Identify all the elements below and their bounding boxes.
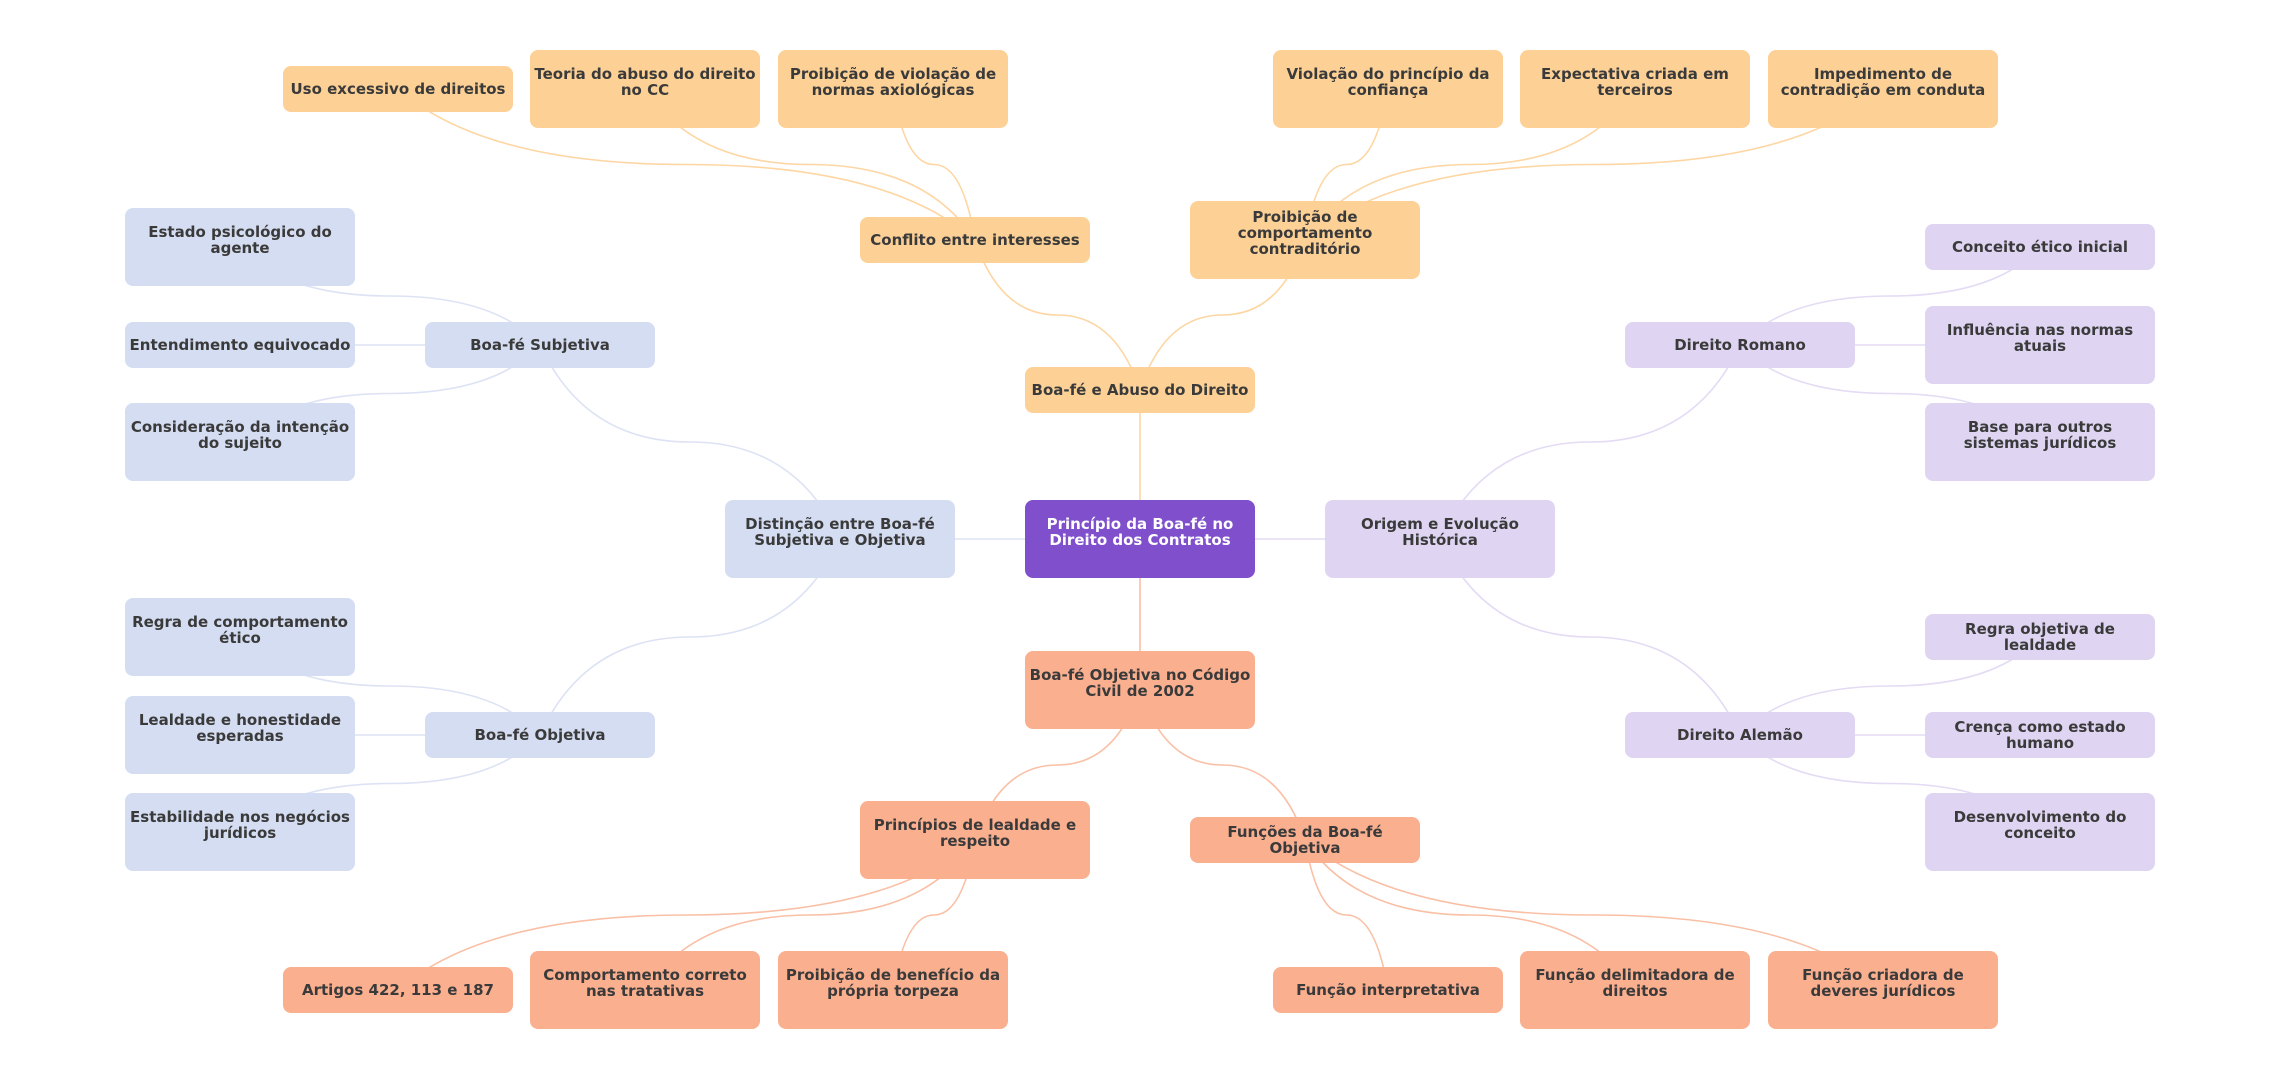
leaf-desenvolvimento[interactable]: Desenvolvimento do conceito <box>1925 793 2155 871</box>
node-label: Lealdade e honestidade esperadas <box>138 711 342 745</box>
node-label: Regra objetiva de lealdade <box>1965 620 2115 654</box>
node-label: Distinção entre Boa-fé Subjetiva e Objet… <box>745 515 935 549</box>
leaf-funcao-interpretativa[interactable]: Função interpretativa <box>1273 967 1503 1013</box>
node-label: Boa-fé Objetiva <box>474 726 606 744</box>
node-label: Influência nas normas atuais <box>1946 321 2134 355</box>
node-label: Direito Alemão <box>1677 726 1803 744</box>
leaf-proibicao-beneficio[interactable]: Proibição de benefício da própria torpez… <box>778 951 1008 1029</box>
leaf-funcao-delimitadora[interactable]: Função delimitadora de direitos <box>1520 951 1750 1029</box>
branch-node-distinction[interactable]: Distinção entre Boa-fé Subjetiva e Objet… <box>725 500 955 578</box>
connector-alemao-regra_objetiva <box>1739 636 2041 736</box>
leaf-consideracao[interactable]: Consideração da intenção do sujeito <box>125 403 355 481</box>
leaf-regra-objetiva[interactable]: Regra objetiva de lealdade <box>1925 614 2155 660</box>
node-label: Origem e Evolução Histórica <box>1361 515 1519 549</box>
node-principios-lealdade[interactable]: Princípios de lealdade e respeito <box>860 801 1090 879</box>
node-label: Regra de comportamento ético <box>132 613 348 647</box>
node-label: Desenvolvimento do conceito <box>1953 808 2127 842</box>
node-label: Teoria do abuso do direito no CC <box>534 65 756 99</box>
node-contraditorio[interactable]: Proibição de comportamento contraditório <box>1190 201 1420 279</box>
leaf-artigos[interactable]: Artigos 422, 113 e 187 <box>283 967 513 1013</box>
node-label: Comportamento correto nas tratativas <box>543 966 747 1000</box>
connector-principios_lealdade-comportamento_correto <box>644 839 976 991</box>
leaf-estabilidade[interactable]: Estabilidade nos negócios jurídicos <box>125 793 355 871</box>
leaf-conceito-etico[interactable]: Conceito ético inicial <box>1925 224 2155 270</box>
node-label: Funções da Boa-fé Objetiva <box>1227 823 1383 857</box>
node-label: Proibição de benefício da própria torpez… <box>785 966 1001 1000</box>
leaf-funcao-criadora[interactable]: Função criadora de deveres jurídicos <box>1768 951 1998 1029</box>
node-conflict[interactable]: Conflito entre interesses <box>860 217 1090 263</box>
leaf-uso-excessivo[interactable]: Uso excessivo de direitos <box>283 66 513 112</box>
leaf-base-sistemas[interactable]: Base para outros sistemas jurídicos <box>1925 403 2155 481</box>
connector-funcoes-funcao_criadora <box>1304 839 1884 991</box>
node-label: Função criadora de deveres jurídicos <box>1802 966 1964 1000</box>
leaf-comportamento-correto[interactable]: Comportamento correto nas tratativas <box>530 951 760 1029</box>
node-label: Proibição de comportamento contraditório <box>1237 208 1373 258</box>
node-funcoes[interactable]: Funções da Boa-fé Objetiva <box>1190 817 1420 863</box>
node-label: Boa-fé Objetiva no Código Civil de 2002 <box>1029 666 1251 700</box>
branch-node-origin[interactable]: Origem e Evolução Histórica <box>1325 500 1555 578</box>
connector-funcoes-funcao_interpretativa <box>1304 839 1389 991</box>
connector-romano-conceito_etico <box>1739 246 2041 346</box>
leaf-proibicao-violacao[interactable]: Proibição de violação de normas axiológi… <box>778 50 1008 128</box>
connector-distinction-subjetiva <box>539 344 841 540</box>
node-label: Proibição de violação de normas axiológi… <box>789 65 997 99</box>
node-label: Violação do princípio da confiança <box>1286 65 1490 99</box>
connector-origin-romano <box>1439 344 1741 540</box>
connector-conflict-teoria_abuso <box>644 88 976 241</box>
connector-origin-alemao <box>1439 538 1741 736</box>
node-label: Conceito ético inicial <box>1951 238 2129 256</box>
node-label: Artigos 422, 113 e 187 <box>302 981 494 999</box>
branch-node-civil-code[interactable]: Boa-fé Objetiva no Código Civil de 2002 <box>1025 651 1255 729</box>
node-label: Direito Romano <box>1674 336 1806 354</box>
leaf-regra-comportamento[interactable]: Regra de comportamento ético <box>125 598 355 676</box>
leaf-crenca[interactable]: Crença como estado humano <box>1925 712 2155 758</box>
node-label: Função delimitadora de direitos <box>1535 966 1735 1000</box>
connector-contraditorio-expectativa <box>1304 88 1636 241</box>
root-node[interactable]: Princípio da Boa-fé no Direito dos Contr… <box>1025 500 1255 578</box>
connector-contraditorio-impedimento <box>1304 88 1884 241</box>
node-label: Boa-fé Subjetiva <box>470 336 610 354</box>
root-node-label: Princípio da Boa-fé no Direito dos Contr… <box>1046 515 1234 549</box>
leaf-expectativa[interactable]: Expectativa criada em terceiros <box>1520 50 1750 128</box>
leaf-violacao-confianca[interactable]: Violação do princípio da confiança <box>1273 50 1503 128</box>
connector-conflict-uso_excessivo <box>397 88 976 241</box>
node-label: Crença como estado humano <box>1954 718 2126 752</box>
leaf-lealdade-honestidade[interactable]: Lealdade e honestidade esperadas <box>125 696 355 774</box>
node-label: Base para outros sistemas jurídicos <box>1963 418 2117 452</box>
node-label: Princípios de lealdade e respeito <box>873 816 1077 850</box>
connector-principios_lealdade-artigos <box>397 839 976 991</box>
node-label: Impedimento de contradição em conduta <box>1780 65 1986 99</box>
node-label: Uso excessivo de direitos <box>290 80 506 98</box>
node-romano[interactable]: Direito Romano <box>1625 322 1855 368</box>
branch-node-abuse[interactable]: Boa-fé e Abuso do Direito <box>1025 367 1255 413</box>
leaf-entendimento[interactable]: Entendimento equivocado <box>125 322 355 368</box>
connector-abuse-conflict <box>974 239 1141 391</box>
node-alemao[interactable]: Direito Alemão <box>1625 712 1855 758</box>
leaf-impedimento[interactable]: Impedimento de contradição em conduta <box>1768 50 1998 128</box>
leaf-teoria-abuso[interactable]: Teoria do abuso do direito no CC <box>530 50 760 128</box>
node-label: Consideração da intenção do sujeito <box>130 418 350 452</box>
node-label: Estado psicológico do agente <box>148 223 332 257</box>
node-objetiva[interactable]: Boa-fé Objetiva <box>425 712 655 758</box>
connector-distinction-objetiva <box>539 538 841 736</box>
node-label: Expectativa criada em terceiros <box>1541 65 1729 99</box>
node-label: Boa-fé e Abuso do Direito <box>1031 381 1249 399</box>
node-subjetiva[interactable]: Boa-fé Subjetiva <box>425 322 655 368</box>
node-label: Conflito entre interesses <box>870 231 1080 249</box>
node-label: Função interpretativa <box>1296 981 1480 999</box>
node-label: Entendimento equivocado <box>129 336 351 354</box>
connector-funcoes-funcao_delimitadora <box>1304 839 1636 991</box>
node-label: Estabilidade nos negócios jurídicos <box>130 808 350 842</box>
leaf-influencia[interactable]: Influência nas normas atuais <box>1925 306 2155 384</box>
leaf-estado-psicologico[interactable]: Estado psicológico do agente <box>125 208 355 286</box>
